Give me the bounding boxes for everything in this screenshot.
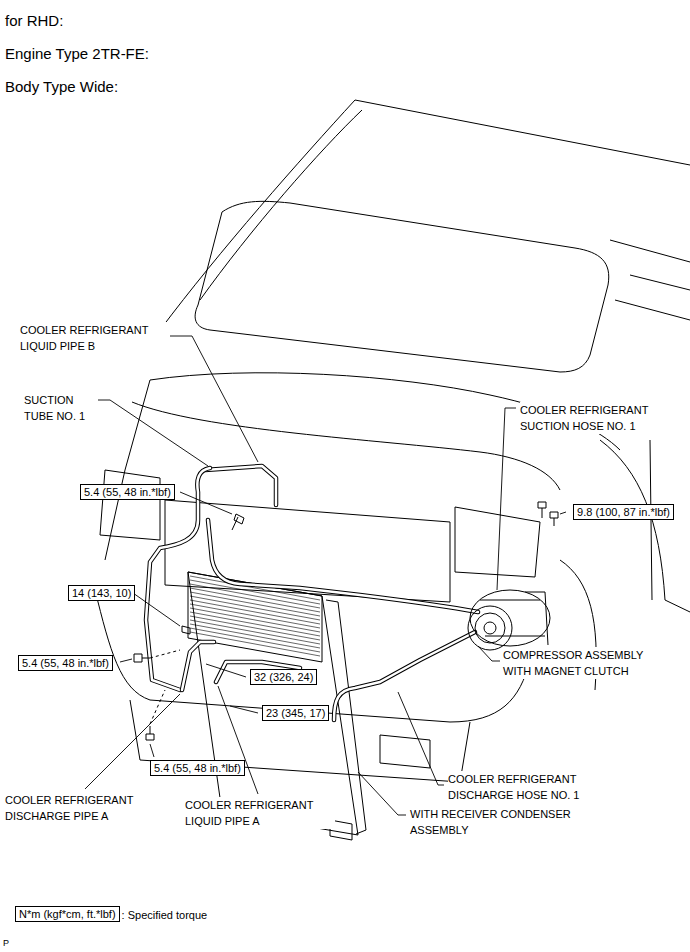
- condenser-fin: [190, 612, 320, 636]
- part-name: COOLER REFRIGERANT DISCHARGE PIPE A: [5, 792, 155, 824]
- condition-heading: for RHD:: [5, 12, 63, 30]
- condition-heading: Body Type Wide:: [5, 78, 118, 96]
- torque-value: 23 (345, 17): [266, 706, 325, 720]
- pulley-hub: [484, 622, 496, 634]
- torque-box: 14 (143, 10): [68, 585, 135, 601]
- fender: [600, 440, 690, 612]
- pipe: [205, 466, 276, 505]
- leader-line: [98, 400, 208, 466]
- refrigerant-lines: [146, 466, 478, 720]
- torque-value: 5.4 (55, 48 in.*lbf): [154, 761, 241, 775]
- part-name: WITH RECEIVER CONDENSER ASSEMBLY: [410, 806, 588, 838]
- torque-box: 32 (326, 24): [250, 669, 317, 685]
- leader-line: [218, 686, 258, 794]
- pillar: [615, 300, 690, 320]
- leader-line: [497, 408, 516, 590]
- leader-line: [120, 659, 132, 662]
- dash-line: [150, 650, 180, 658]
- leader-line: [478, 646, 500, 661]
- condenser-fin: [190, 608, 320, 632]
- pipe: [205, 466, 276, 505]
- leader-line: [156, 336, 258, 462]
- headlight: [455, 507, 540, 577]
- bolt: [146, 726, 154, 740]
- truck-body: [95, 100, 690, 782]
- torque-value: 32 (326, 24): [254, 670, 313, 684]
- legend-sample-box: N*m (kgf*cm, ft.*lbf): [15, 906, 120, 922]
- part-name: COOLER REFRIGERANT SUCTION HOSE NO. 1: [520, 402, 670, 434]
- pillar: [610, 240, 690, 262]
- torque-box: 5.4 (55, 48 in.*lbf): [18, 655, 113, 671]
- torque-unit: N*m (kgf*cm, ft.*lbf): [19, 907, 116, 921]
- torque-value: 5.4 (55, 48 in.*lbf): [22, 656, 109, 670]
- pipe: [182, 642, 214, 690]
- compressor-body: [480, 592, 548, 645]
- torque-box: 5.4 (55, 48 in.*lbf): [150, 760, 245, 776]
- roof-line: [160, 100, 355, 330]
- hose: [208, 520, 478, 612]
- dash-line: [150, 690, 165, 724]
- condenser-fin: [190, 588, 320, 612]
- pulley: [468, 606, 512, 650]
- bolt: [538, 502, 558, 526]
- torque-value: 14 (143, 10): [72, 586, 131, 600]
- torque-box: 23 (345, 17): [262, 705, 329, 721]
- bolt: [182, 626, 190, 634]
- condenser-fin: [190, 616, 320, 640]
- torque-box: 5.4 (55, 48 in.*lbf): [80, 484, 175, 500]
- roof-line: [355, 100, 690, 165]
- pipe: [182, 642, 214, 690]
- windshield: [195, 201, 609, 372]
- legend-text: : Specified torque: [122, 907, 208, 923]
- leader-line: [560, 512, 566, 514]
- bolt: [232, 514, 244, 530]
- condenser-fin: [190, 592, 320, 616]
- bolt: [134, 654, 150, 662]
- leader-line: [133, 593, 180, 626]
- condenser-fin: [190, 604, 320, 628]
- pipe: [146, 468, 210, 690]
- figure-code: P: [3, 938, 9, 948]
- part-name: COOLER REFRIGERANT LIQUID PIPE B: [20, 322, 170, 354]
- headlight: [100, 470, 160, 540]
- torque-value: 5.4 (55, 48 in.*lbf): [84, 485, 171, 499]
- condenser-fin: [190, 624, 320, 648]
- leader-lines: [85, 336, 566, 815]
- front-face: [105, 380, 150, 560]
- bolts: [134, 502, 558, 740]
- part-name: SUCTION TUBE NO. 1: [24, 392, 96, 424]
- roof-line: [200, 110, 362, 300]
- torque-value: 9.8 (100, 87 in.*lbf): [577, 505, 670, 519]
- leader-line: [180, 492, 232, 514]
- leader-line: [358, 772, 406, 815]
- part-name: COOLER REFRIGERANT LIQUID PIPE A: [185, 797, 335, 829]
- leader-line: [230, 706, 258, 713]
- condenser-fin: [190, 600, 320, 624]
- leader-line: [150, 744, 154, 757]
- condenser-frame: [188, 572, 358, 835]
- condition-heading: Engine Type 2TR-FE:: [5, 45, 149, 63]
- condenser-fin: [190, 596, 320, 620]
- side-window: [630, 275, 690, 290]
- leader-line: [398, 692, 444, 785]
- leader-line: [206, 664, 246, 677]
- part-name: COMPRESSOR ASSEMBLY WITH MAGNET CLUTCH: [503, 647, 665, 679]
- torque-box: 9.8 (100, 87 in.*lbf): [573, 504, 674, 520]
- part-name: COOLER REFRIGERANT DISCHARGE HOSE NO. 1: [448, 771, 598, 803]
- hose: [208, 520, 478, 612]
- pipe: [146, 468, 210, 690]
- pulley: [475, 613, 505, 643]
- compressor: [468, 590, 550, 650]
- lower-grille: [380, 735, 430, 768]
